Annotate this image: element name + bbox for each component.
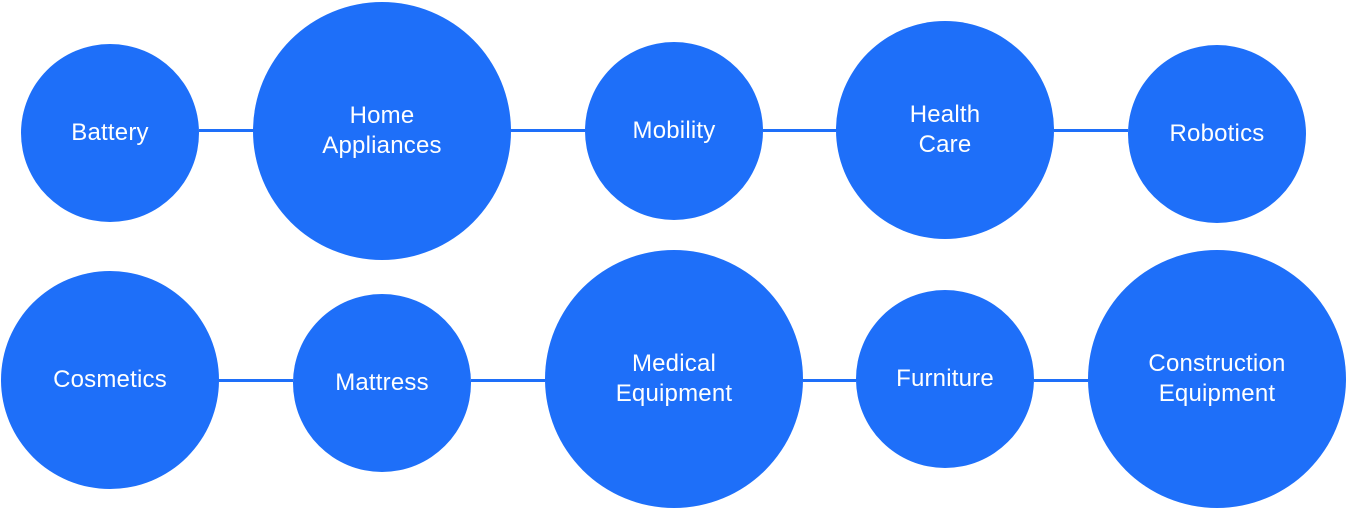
node-label: Mattress <box>335 369 429 396</box>
node-mobility: Mobility <box>585 42 763 220</box>
connector-line <box>1054 129 1128 132</box>
connector-line <box>763 129 836 132</box>
node-label: Medical Equipment <box>615 350 733 407</box>
node-label: Mobility <box>632 117 716 144</box>
node-battery: Battery <box>21 44 199 222</box>
diagram-row-2: Cosmetics Mattress Medical Equipment Fur… <box>0 250 1347 510</box>
connector-line <box>1034 379 1088 382</box>
node-label: Health Care <box>909 101 981 158</box>
node-cosmetics: Cosmetics <box>1 271 219 489</box>
node-medical-equipment: Medical Equipment <box>545 250 803 508</box>
connector-line <box>803 379 856 382</box>
node-construction-equipment: Construction Equipment <box>1088 250 1346 508</box>
node-label: Construction Equipment <box>1148 350 1286 407</box>
node-label: Cosmetics <box>53 366 167 393</box>
node-robotics: Robotics <box>1128 45 1306 223</box>
node-furniture: Furniture <box>856 290 1034 468</box>
node-label: Home Appliances <box>322 102 442 159</box>
diagram-row-1: Battery Home Appliances Mobility Health … <box>21 2 1306 260</box>
connector-line <box>199 129 253 132</box>
connector-line <box>471 379 545 382</box>
node-health-care: Health Care <box>836 21 1054 239</box>
node-label: Furniture <box>896 365 994 392</box>
node-mattress: Mattress <box>293 294 471 472</box>
node-label: Battery <box>71 119 149 146</box>
node-home-appliances: Home Appliances <box>253 2 511 260</box>
connector-line <box>219 379 293 382</box>
connector-line <box>511 129 585 132</box>
node-label: Robotics <box>1169 120 1265 147</box>
